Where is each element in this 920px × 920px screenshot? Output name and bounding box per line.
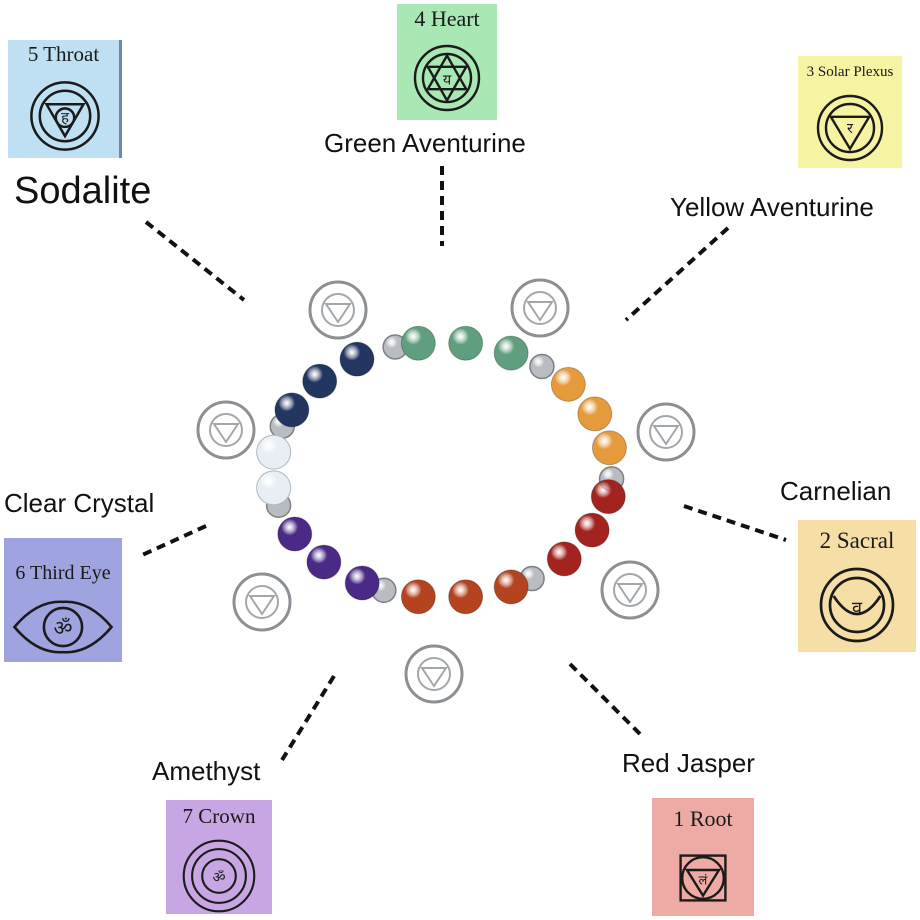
card-throat-title: 5 Throat [27, 42, 100, 66]
card-sacral: 2 Sacral व [798, 520, 916, 652]
card-solar: 3 Solar Plexus र [798, 56, 902, 168]
card-heart: 4 Heart य [397, 4, 497, 120]
leader-line-amethyst [280, 674, 336, 762]
bead-red-jasper [493, 569, 529, 605]
card-thirdeye: 6 Third Eye ॐ [4, 538, 122, 662]
bead-carnelian [546, 541, 582, 577]
label-sodalite: Sodalite [14, 170, 152, 212]
card-root-title: 1 Root [673, 806, 733, 831]
leader-lines [139, 166, 787, 762]
bead-yellow-aventurine [591, 430, 627, 466]
bead-green-aventurine [448, 325, 484, 361]
card-crown-title: 7 Crown [182, 804, 256, 828]
bead-sodalite [339, 341, 375, 377]
card-crown-bg [166, 800, 272, 914]
card-crown: 7 Crown ॐ [166, 800, 272, 914]
bead-yellow-aventurine [577, 396, 613, 432]
label-red-jasper: Red Jasper [622, 748, 755, 778]
leader-line-sodalite [144, 220, 246, 302]
card-heart-title: 4 Heart [414, 6, 480, 31]
bead-amethyst [277, 516, 313, 552]
label-green-aventurine: Green Aventurine [324, 128, 526, 158]
third-eye-chakra-icon: ॐ [12, 600, 114, 654]
heart-chakra-icon: य [413, 44, 481, 112]
chakra-charm [510, 278, 570, 338]
bead-amethyst [306, 544, 342, 580]
card-sacral-bg [798, 520, 916, 652]
chakra-charm [308, 280, 368, 340]
sacral-chakra-icon: व [819, 567, 895, 643]
bead-carnelian [574, 512, 610, 548]
root-chakra-icon: लं [679, 854, 727, 902]
bead-amethyst [344, 565, 380, 601]
svg-text:य: य [443, 72, 452, 88]
chakra-charm [636, 402, 696, 462]
card-throat: 5 Throat ह [8, 40, 122, 158]
card-root: 1 Root लं [652, 798, 754, 916]
svg-text:र: र [847, 121, 854, 137]
label-amethyst: Amethyst [152, 756, 261, 786]
bead-red-jasper [400, 579, 436, 615]
label-carnelian: Carnelian [780, 476, 892, 506]
solar-plexus-chakra-icon: र [816, 94, 884, 162]
chakra-charm [196, 400, 256, 460]
bracelet [196, 278, 696, 704]
card-sacral-title: 2 Sacral [819, 528, 895, 553]
leader-line-clear-crystal [139, 524, 207, 558]
crown-chakra-icon: ॐ [182, 839, 256, 913]
label-yellow-aventurine: Yellow Aventurine [670, 192, 874, 222]
bead-yellow-aventurine [550, 366, 586, 402]
svg-text:ॐ: ॐ [212, 869, 225, 886]
bead-clear-crystal [256, 434, 292, 470]
card-throat-bg [8, 40, 119, 158]
throat-chakra-icon: ह [30, 81, 100, 151]
bead-green-aventurine [493, 335, 529, 371]
chakra-charm [600, 560, 660, 620]
card-thirdeye-title: 6 Third Eye [15, 562, 111, 584]
svg-text:लं: लं [699, 873, 708, 888]
chakra-charm [404, 644, 464, 704]
bead-clear-crystal [256, 470, 292, 506]
svg-text:ह: ह [61, 109, 70, 127]
bead-sodalite [302, 363, 338, 399]
bead-sodalite [274, 392, 310, 428]
svg-text:व: व [852, 598, 863, 619]
bead-carnelian [590, 479, 626, 515]
leader-line-red-jasper [568, 662, 646, 740]
chakra-charm [232, 572, 292, 632]
card-thirdeye-bg [4, 538, 122, 662]
bead-red-jasper [448, 579, 484, 615]
silver-spacer [529, 353, 555, 380]
leader-line-yellow-aventurine [624, 226, 730, 322]
svg-text:ॐ: ॐ [54, 616, 73, 640]
label-clear-crystal: Clear Crystal [4, 488, 155, 518]
leader-line-carnelian [683, 504, 787, 542]
bead-green-aventurine [400, 325, 436, 361]
card-solar-title: 3 Solar Plexus [806, 64, 894, 80]
